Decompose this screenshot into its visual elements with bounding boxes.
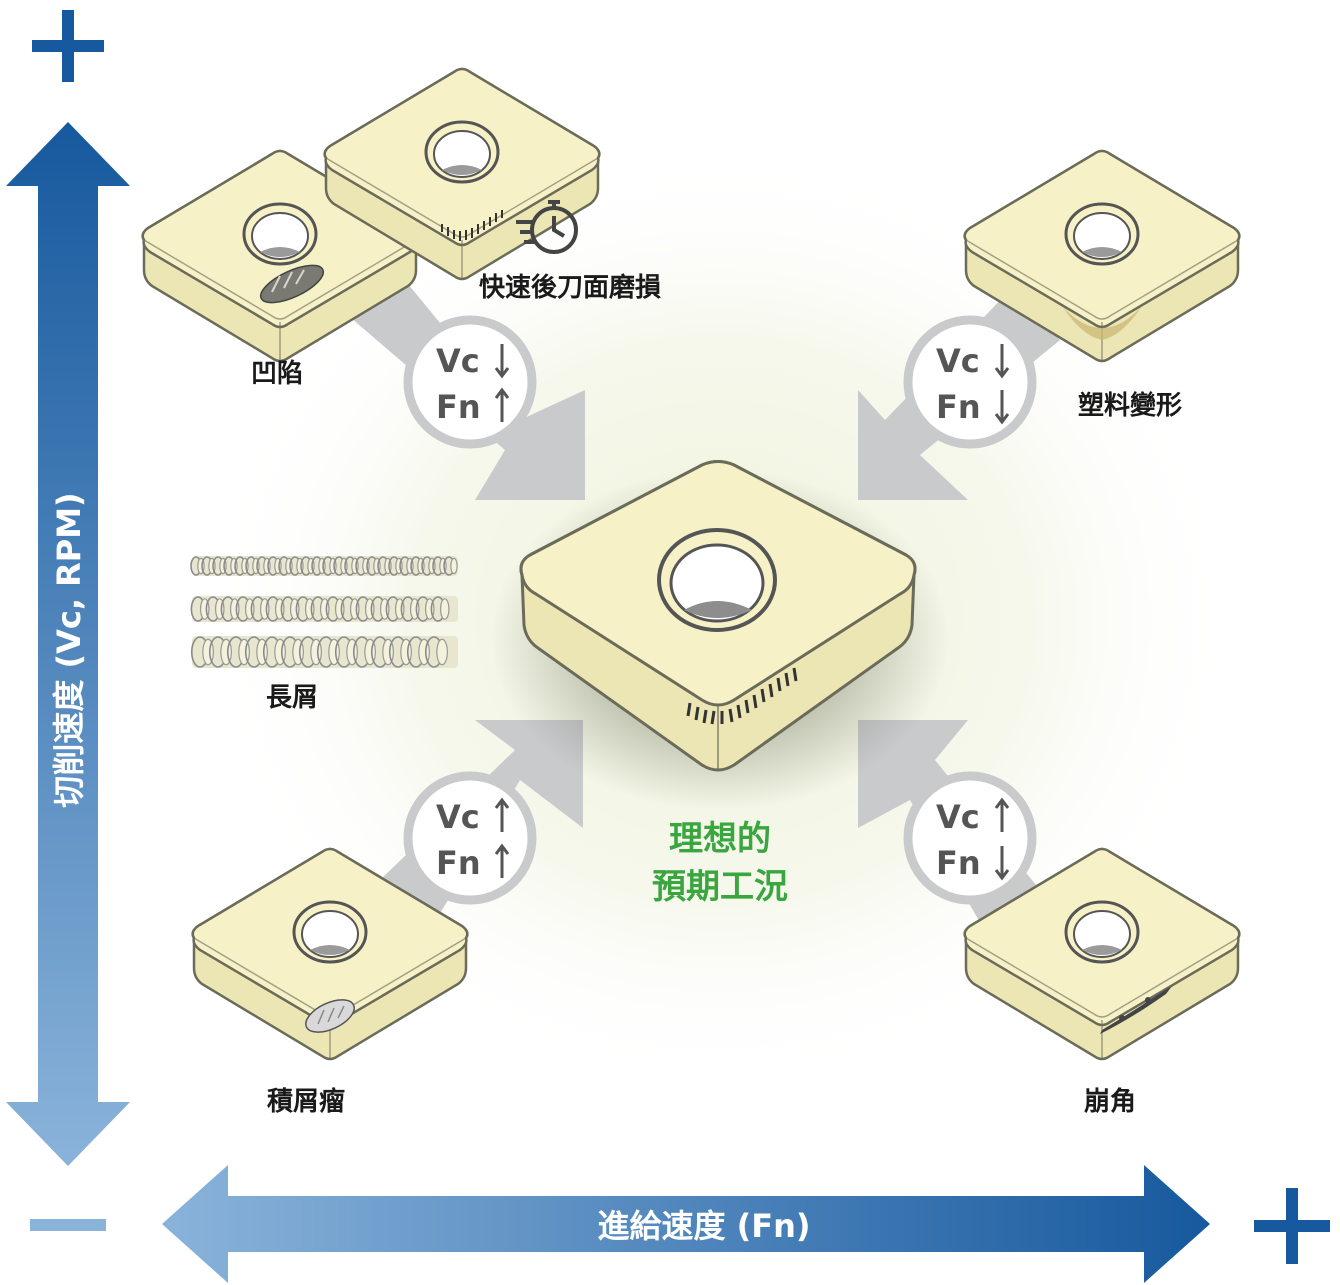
center-text-line1: 理想的 [669,819,771,859]
insert-built-up-edge [191,847,469,1062]
chip-coil-inner-1 [439,598,450,620]
vc-up-arrow-icon [994,797,1010,832]
insert-plastic-deformation [963,149,1241,364]
plus-top-icon [32,10,104,82]
chip-coil-inner-0 [450,557,458,575]
y-axis-label: 切削速度 (Vc, RPM) [50,492,88,807]
x-axis-label: 進給速度 (Fn) [597,1207,810,1245]
label-plastic-deformation: 塑料變形 [1078,390,1182,421]
stopwatch-icon [516,200,578,254]
long-chips-coils [190,556,458,668]
badge-fn-label: Fn [936,388,981,426]
badge-fn-label: Fn [436,844,481,882]
fn-up-arrow-icon [494,387,510,422]
label-flank-wear: 快速後刀面磨損 [479,272,661,303]
ideal-insert [490,460,950,810]
vc-up-arrow-icon [494,797,510,832]
label-chipping: 崩角 [1084,1086,1136,1117]
vertical-axis-arrow [6,122,130,1166]
minus-icon [30,1219,106,1231]
badge-fn-label: Fn [436,388,481,426]
fn-down-arrow-icon [994,846,1010,881]
fn-down-arrow-icon [994,390,1010,425]
center-text-line2: 預期工況 [652,867,788,907]
chip-coil-inner-2 [436,638,448,666]
label-long-chips: 長屑 [266,683,318,713]
insert-crater [141,149,419,364]
insert-flank-wear [323,67,601,282]
plus-right-icon [1254,1188,1330,1264]
badge-vc-label: Vc [436,798,480,836]
vc-down-arrow-icon [494,344,510,379]
vc-down-arrow-icon [994,344,1010,379]
label-built-up-edge: 積屑瘤 [267,1086,345,1117]
badge-fn-label: Fn [936,844,981,882]
badge-vc-label: Vc [936,342,980,380]
badge-vc-label: Vc [936,798,980,836]
label-crater: 凹陷 [251,359,303,389]
insert-chipping [963,847,1241,1062]
badge-vc-label: Vc [436,342,480,380]
fn-up-arrow-icon [494,843,510,878]
horizontal-axis-arrow [162,1165,1210,1283]
